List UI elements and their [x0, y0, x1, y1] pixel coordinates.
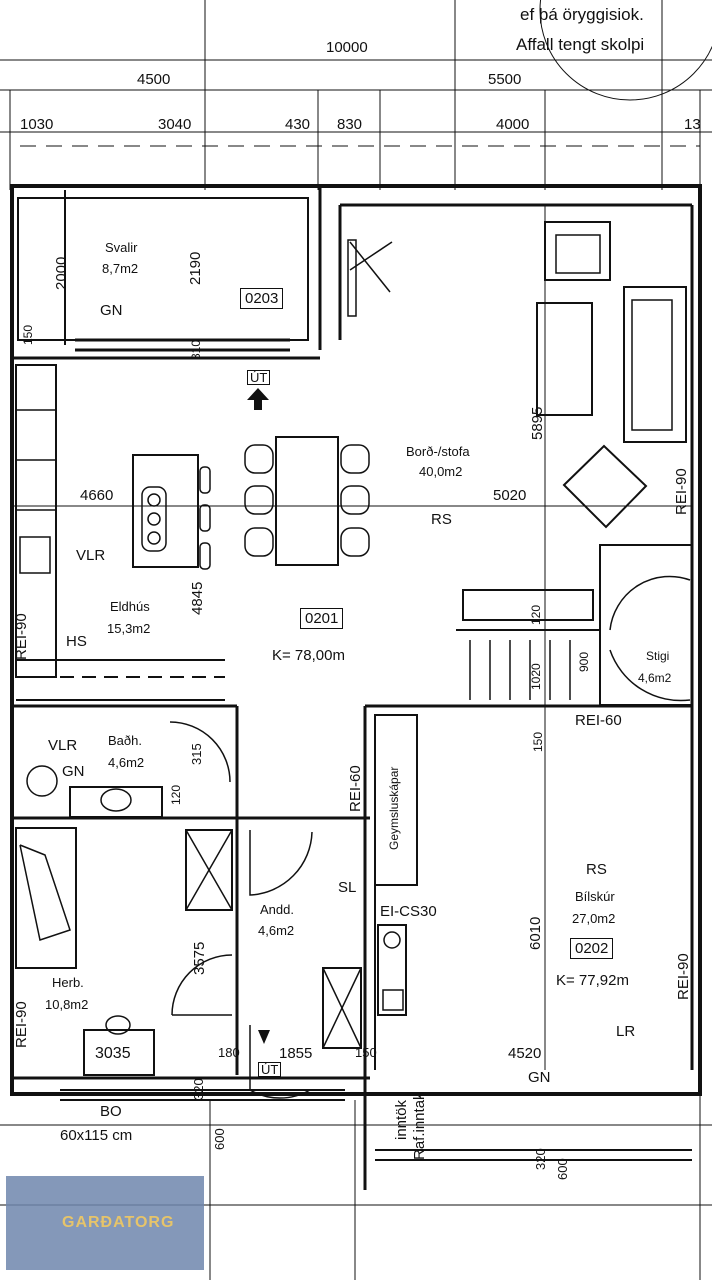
dim-315: 315	[189, 743, 204, 765]
inntok-label: inntök	[393, 1099, 410, 1140]
dim-320-b: 320	[533, 1148, 548, 1170]
fire-rating-kitchen: REI-90	[13, 613, 30, 660]
dim-2000: 2000	[53, 256, 70, 290]
bo-label: BO	[100, 1103, 122, 1120]
eldhus-code-vlr: VLR	[76, 547, 106, 564]
svalir-floor: GN	[100, 302, 123, 319]
geymsluskapar-label: Geymsluskápar	[387, 766, 401, 850]
dim-seg-1: 1030	[20, 116, 54, 133]
dim-total: 10000	[326, 39, 368, 56]
dim-left: 4500	[137, 71, 171, 88]
stofa-area: 40,0m2	[419, 464, 463, 479]
svalir-area: 8,7m2	[102, 261, 139, 276]
dim-5895: 5895	[529, 406, 546, 440]
bilskur-name: Bílskúr	[575, 889, 615, 904]
unit-0201-volume: K= 78,00m	[272, 647, 345, 664]
dim-3035: 3035	[95, 1045, 131, 1062]
exit-label-bottom: ÚT	[258, 1062, 282, 1077]
dim-150-c: 150	[355, 1045, 377, 1060]
dim-150-b: 150	[531, 731, 545, 752]
badh-code-vlr: VLR	[48, 737, 78, 754]
dim-900: 900	[577, 651, 591, 672]
dim-3575: 3575	[191, 941, 208, 975]
dim-310: 310	[189, 339, 203, 360]
stigi-area: 4,6m2	[638, 671, 672, 685]
fire-rating-hall: REI-60	[347, 765, 364, 812]
dim-600-b: 600	[555, 1158, 570, 1180]
eldhus-area: 15,3m2	[107, 621, 151, 636]
dim-2190: 2190	[187, 251, 204, 285]
stofa-name: Borð-/stofa	[406, 444, 470, 459]
dim-1020: 1020	[529, 663, 543, 690]
dim-120-b: 120	[169, 784, 183, 805]
andd-name: Andd.	[260, 902, 294, 917]
bilskur-area: 27,0m2	[572, 911, 616, 926]
dim-4845: 4845	[189, 581, 206, 615]
bilskur-code: LR	[616, 1023, 636, 1040]
dim-5020: 5020	[493, 487, 527, 504]
dim-600-a: 600	[212, 1128, 227, 1150]
herb-area: 10,8m2	[45, 997, 89, 1012]
logo-text: GARÐATORG	[62, 1214, 175, 1231]
fire-rating-bedroom: REI-90	[13, 1001, 30, 1048]
badh-area: 4,6m2	[108, 755, 145, 770]
badh-code-gn: GN	[62, 763, 85, 780]
dim-1855: 1855	[279, 1045, 313, 1062]
raf-inntak-label: Raf.inntak	[411, 1092, 428, 1160]
exit-label-top: ÚT	[247, 370, 271, 385]
fire-rating-stairs: REI-60	[575, 712, 622, 729]
dim-right: 5500	[488, 71, 522, 88]
svalir-id: 0203	[240, 288, 284, 309]
stofa-floor: RS	[431, 511, 452, 528]
eldhus-code-hs: HS	[66, 633, 87, 650]
bilskur-id: 0202	[570, 938, 614, 959]
bilskur-floor: RS	[586, 861, 607, 878]
badh-name: Baðh.	[108, 733, 142, 748]
dim-seg-5: 4000	[496, 116, 530, 133]
bottom-gn: GN	[528, 1069, 551, 1086]
fire-rating-living: REI-90	[673, 468, 690, 515]
bilskur-volume: K= 77,92m	[556, 972, 629, 989]
dim-150-a: 150	[21, 324, 35, 345]
fire-rating-garage: REI-90	[675, 953, 692, 1000]
herb-name: Herb.	[52, 975, 84, 990]
fire-rating-garage-door: EI-CS30	[380, 903, 437, 920]
top-note-1: ef þá öryggisiok.	[520, 5, 644, 24]
bo-size: 60x115 cm	[60, 1127, 133, 1144]
dim-seg-6: 13	[684, 116, 701, 133]
dim-180: 180	[218, 1045, 240, 1060]
unit-0201-id: 0201	[300, 608, 344, 629]
garðatorg-logo-icon	[6, 1176, 204, 1270]
dim-120-a: 120	[529, 604, 543, 625]
dim-seg-2: 3040	[158, 116, 192, 133]
andd-area: 4,6m2	[258, 923, 295, 938]
dim-4660: 4660	[80, 487, 114, 504]
stigi-name: Stigi	[646, 649, 670, 663]
eldhus-name: Eldhús	[110, 599, 150, 614]
svalir-name: Svalir	[105, 240, 138, 255]
dim-6010: 6010	[527, 916, 544, 950]
dim-320-a: 320	[191, 1078, 206, 1100]
andd-code: SL	[338, 879, 357, 896]
top-note-2: Affall tengt skolpi	[516, 35, 645, 54]
dim-seg-4: 830	[337, 116, 363, 133]
dim-4520: 4520	[508, 1045, 542, 1062]
dim-seg-3: 430	[285, 116, 311, 133]
